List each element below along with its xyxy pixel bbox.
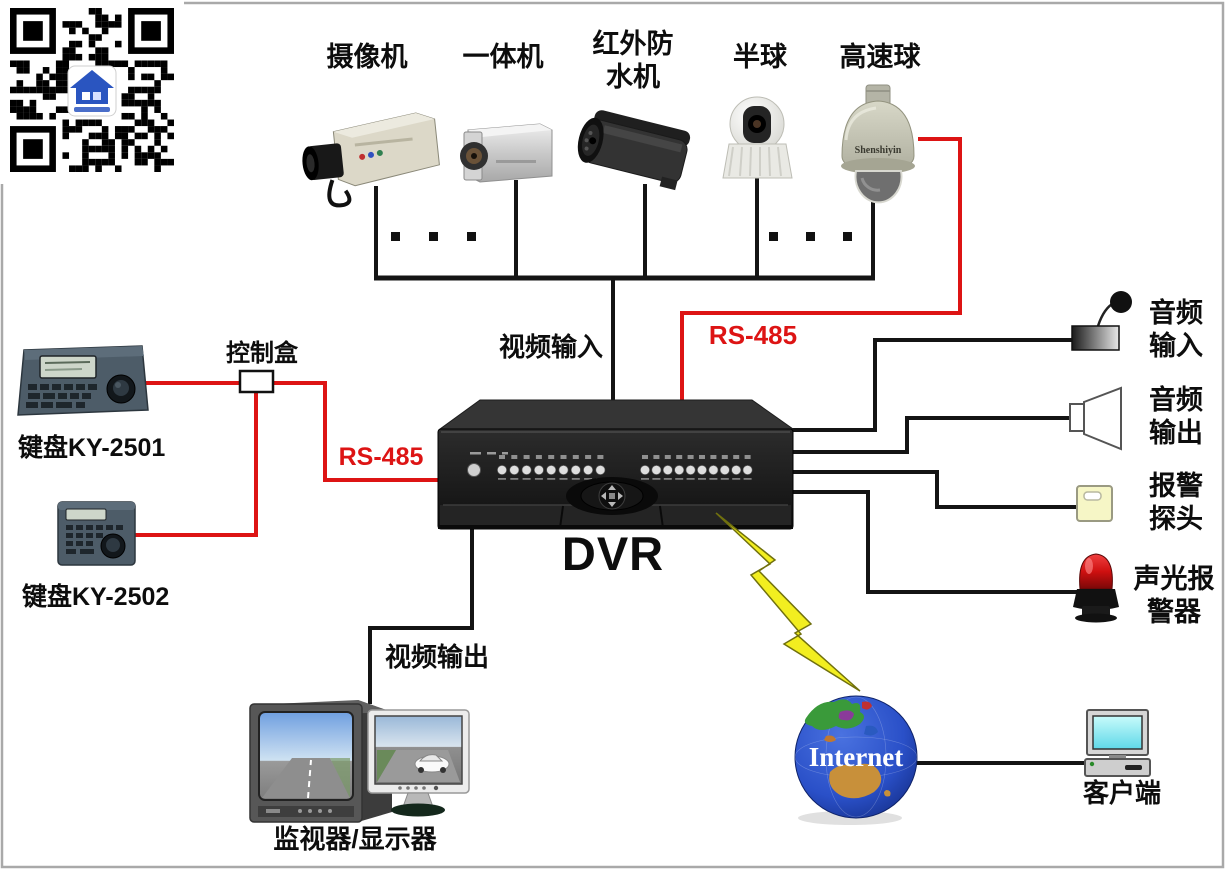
keyboard1-image — [17, 345, 149, 416]
lightning-bolt — [715, 512, 861, 692]
camera2-label: 一体机 — [462, 42, 544, 72]
control-box-label: 控制盒 — [226, 340, 298, 367]
wire-controlbox-dvr-rs485 — [272, 381, 438, 482]
video-output-label: 视频输出 — [384, 642, 490, 672]
speed-dome-brand: Shenshiyin — [855, 145, 902, 156]
sound-light-alarm-label: 声光报 警器 — [1133, 564, 1215, 627]
keyboard1-label: 键盘KY-2501 — [18, 434, 166, 462]
internet-globe-image: Internet — [794, 695, 918, 825]
alarm-sensor-label: 报警 探头 — [1149, 471, 1203, 534]
ir-waterproof-camera-image — [577, 110, 691, 191]
wire-alarm-sensor — [790, 470, 1077, 509]
camera1-label: 摄像机 — [326, 42, 408, 72]
dvr-label: DVR — [561, 527, 665, 580]
bus-ellipsis-dots — [391, 232, 852, 241]
monitor-label: 监视器/显示器 — [273, 824, 437, 854]
keyboard2-label: 键盘KY-2502 — [22, 583, 170, 611]
wire-video-output — [368, 528, 474, 704]
wire-audio-input — [790, 338, 1072, 432]
audio-input-label: 音频 输入 — [1149, 298, 1203, 361]
wire-audio-output — [790, 416, 1070, 454]
qr-house-logo — [67, 65, 117, 117]
client-pc-image — [1084, 709, 1151, 777]
black-wires — [368, 176, 1087, 765]
speed-dome-camera-image: Shenshiyin — [841, 84, 915, 204]
microphone-icon — [1071, 291, 1132, 351]
rs485-top-label: RS-485 — [708, 320, 798, 350]
dvr-dpad-arrows — [601, 485, 623, 507]
qr-code — [0, 0, 184, 184]
wire-rs485-speed-dome — [680, 137, 962, 404]
rs485-left-label: RS-485 — [338, 443, 424, 471]
video-input-label: 视频输入 — [498, 332, 604, 362]
audio-output-label: 音频 输出 — [1149, 385, 1203, 448]
client-label: 客户端 — [1082, 778, 1162, 808]
speaker-icon — [1069, 386, 1122, 451]
keyboard2-image — [57, 501, 136, 566]
dvr-front-buttons — [467, 455, 753, 480]
page-border — [0, 1, 1225, 869]
box-camera-image — [302, 112, 440, 208]
camera5-label: 高速球 — [839, 42, 921, 72]
qr-modules — [10, 8, 174, 172]
wire-keyboard2-controlbox — [133, 390, 258, 537]
red-wires — [133, 137, 962, 537]
control-box — [238, 369, 275, 394]
wire-sound-light-alarm — [790, 490, 1078, 594]
alarm-sensor-icon — [1076, 485, 1113, 522]
allinone-camera-image — [460, 123, 553, 183]
lcd-monitor-image — [367, 709, 470, 817]
camera4-label: 半球 — [733, 42, 787, 72]
camera3-label: 红外防 水机 — [592, 29, 674, 92]
dvr-image — [437, 399, 795, 530]
internet-label: Internet — [809, 742, 903, 772]
dome-camera-image — [722, 96, 793, 179]
sound-light-alarm-icon — [1073, 553, 1119, 623]
